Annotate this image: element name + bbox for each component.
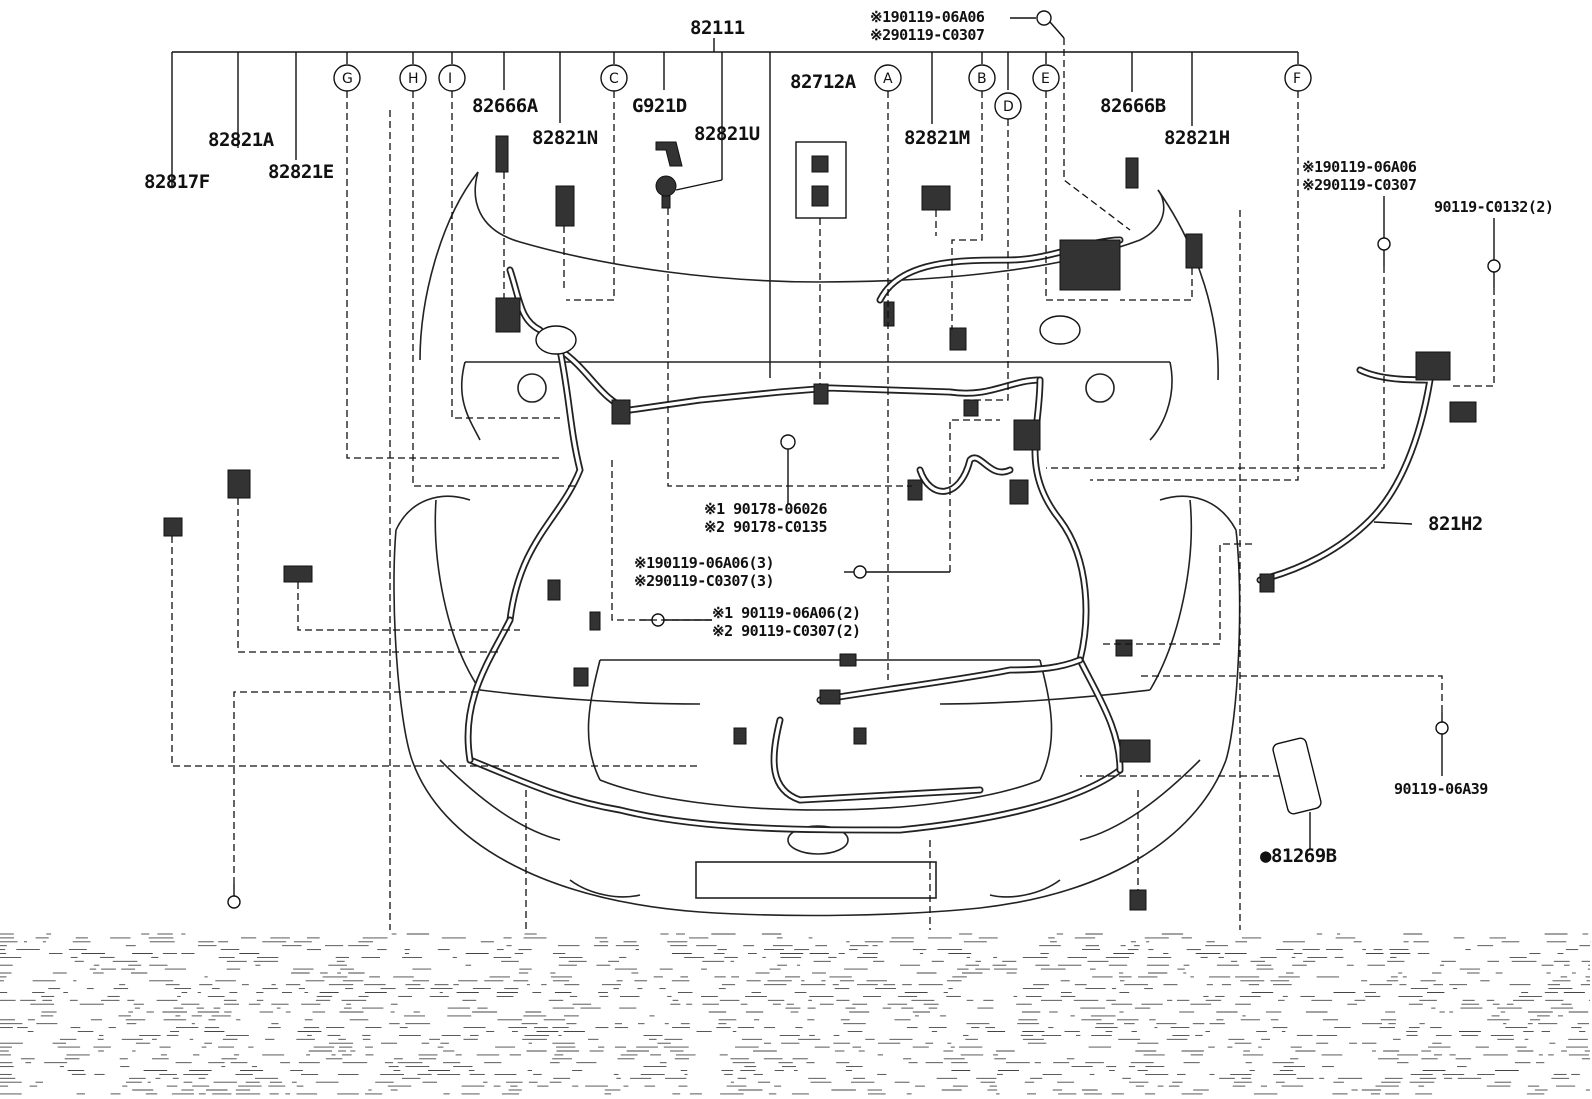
label-90119-06A39: 90119-06A39 [1394,780,1488,798]
callout-mid3-1: ※1 90119-06A06(2) [712,604,861,622]
callout-right-1: ※190119-06A06 [1302,158,1417,176]
part-G921D-clip [655,141,683,167]
label-leaders [675,17,1495,850]
part-82666B-clip [1125,157,1139,189]
label-G921D: G921D [632,95,687,117]
circle-ref-a: A [874,64,902,92]
svg-text:H: H [408,71,419,87]
circle-ref-i: I [438,64,466,92]
circle-ref-h: H [399,64,427,92]
callout-top-2: ※290119-C0307 [870,26,984,44]
part-82821A-connector [227,469,251,499]
svg-text:F: F [1293,71,1301,87]
callout-mid3-2: ※2 90119-C0307(2) [712,622,861,640]
label-81269B: ●81269B [1260,845,1337,867]
part-82821E-connector [283,565,313,583]
label-82712A: 82712A [790,71,857,93]
circle-ref-f: F [1284,64,1312,92]
bolt-c0132-icon [1487,259,1501,288]
circle-ref-g: G [333,64,361,92]
svg-text:D: D [1003,99,1014,115]
clip-mid1-icon [780,434,796,504]
callout-mid2-2: ※290119-C0307(3) [634,572,774,590]
label-82666A: 82666A [472,95,539,117]
bolt-mid2-icon [844,565,950,579]
label-82111: 82111 [690,17,745,39]
callout-top-1: ※190119-06A06 [870,8,985,26]
wire-harness [464,236,1434,834]
circle-ref-b: B [968,64,996,92]
callout-mid2-1: ※190119-06A06(3) [634,554,774,572]
label-82666B: 82666B [1100,95,1166,117]
svg-text:E: E [1041,71,1050,87]
label-82821U: 82821U [694,123,760,145]
main-bracket [171,38,1299,378]
svg-text:B: B [977,71,987,87]
dashed-leaders [171,38,1495,930]
label-821H2: 821H2 [1428,513,1483,535]
label-82821N: 82821N [532,127,598,149]
label-82821H: 82821H [1164,127,1230,149]
label-82821E: 82821E [268,161,334,183]
part-82821H-connector [1185,233,1203,269]
label-82821A: 82821A [208,129,275,151]
svg-text:I: I [448,71,452,87]
part-82817F-connector [163,517,183,537]
circle-ref-c: C [600,64,628,92]
scan-noise-band [0,933,1591,1095]
callout-right-2: ※290119-C0307 [1302,176,1416,194]
bolt-right-icon [1377,237,1391,266]
part-82821N-connector [555,185,575,227]
part-81269B-pad [1272,737,1322,815]
part-82821M-connector [921,185,951,211]
part-82666A-clip [495,135,509,173]
vehicle-body-outline [393,171,1241,917]
svg-text:A: A [883,71,893,87]
connector-parts [495,239,1477,763]
connector-82666A-block [495,297,521,333]
bolt-bottom-left-icon [227,884,241,909]
callout-mid1-1: ※1 90178-06026 [704,500,827,518]
part-82712A-fuse-box [795,141,847,219]
circle-ref-d: D [994,92,1022,120]
label-82817F: 82817F [144,171,210,193]
bolt-bottom-right-icon [1129,889,1147,911]
part-82821U-grommet [655,175,677,209]
svg-text:G: G [342,71,353,87]
circle-ref-e: E [1032,64,1060,92]
svg-text:C: C [609,71,619,87]
bolt-top-icon [1036,10,1065,39]
bolt-06A39-icon [1435,712,1449,735]
label-82821M: 82821M [904,127,970,149]
callout-mid1-2: ※2 90178-C0135 [704,518,827,536]
label-90119-C0132: 90119-C0132(2) [1434,198,1553,216]
